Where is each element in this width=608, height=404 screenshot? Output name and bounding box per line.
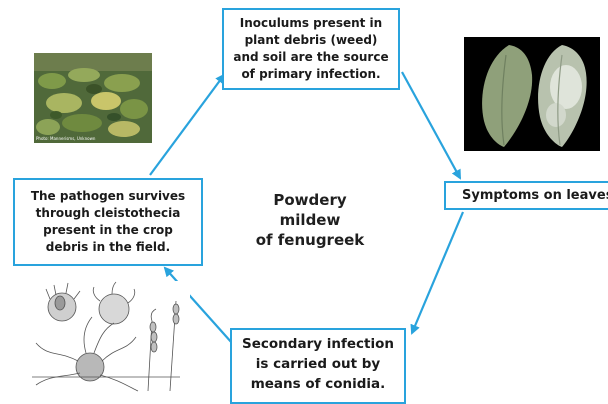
fungal-structures-sketch [20,281,190,394]
infected-leaves-image [464,37,600,151]
arrow-left-to-top [150,75,224,175]
symptoms-box: Symptoms on leaves [444,181,608,210]
secondary-infection-box: Secondary infection is carried out by me… [230,328,406,404]
arrow-top-to-right [402,72,460,178]
diagram-title: Powdery mildew of fenugreek [245,190,375,250]
pathogen-survival-box: The pathogen survives through cleistothe… [13,178,203,266]
cleistothecia-illustration [20,281,190,394]
field-photo-caption: Photo: Mannerisms, Unknown [36,136,95,141]
symptoms-text: Symptoms on leaves [462,187,608,204]
primary-infection-box: Inoculums present in plant debris (weed)… [222,8,400,90]
field-photo: Photo: Mannerisms, Unknown [34,53,152,143]
leaves-photo [464,37,600,151]
field-plants-image [34,53,152,143]
pathogen-survival-text: The pathogen survives through cleistothe… [23,188,193,256]
primary-infection-text: Inoculums present in plant debris (weed)… [230,15,392,83]
arrow-right-to-bottom [412,212,463,333]
secondary-infection-text: Secondary infection is carried out by me… [238,334,398,394]
